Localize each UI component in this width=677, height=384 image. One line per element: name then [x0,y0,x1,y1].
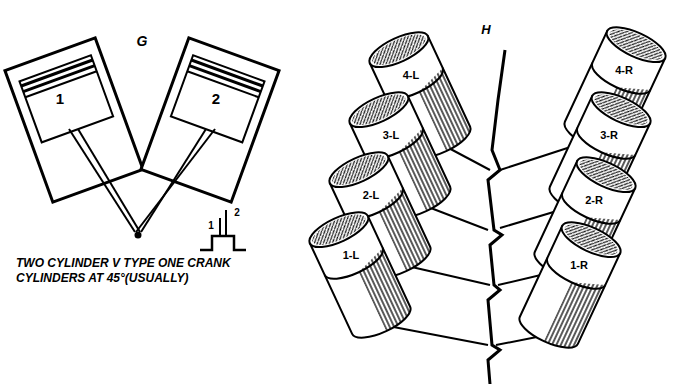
crank-number: 2 [232,207,242,218]
cylinder-left [5,38,143,202]
crank-symbol [200,236,246,250]
cylinder [515,215,625,354]
crankshaft [488,50,505,384]
cylinder-label: 3-L [381,129,402,141]
cylinder-label: 1-L [341,249,362,261]
cylinder-right [141,38,279,202]
cylinder-label: 4-L [401,69,422,81]
crank-number: 1 [206,220,216,231]
cylinder-label: 4-R [613,64,635,76]
cylinder-number: 2 [210,91,222,108]
figure-letter: H [479,23,492,37]
cylinder [305,205,415,344]
cylinder-label: 3-R [598,129,620,141]
cylinder-number: 1 [54,91,66,108]
connecting-rods [69,129,215,232]
cylinder-label: 1-R [568,259,590,271]
figure-caption: TWO CYLINDER V TYPE ONE CRANK CYLINDERS … [16,256,241,286]
crank-pin [135,232,142,239]
figure-letter: G [135,34,150,49]
cylinder-label: 2-L [361,189,382,201]
cylinder-label: 2-R [583,194,605,206]
crank-rods [220,210,226,236]
